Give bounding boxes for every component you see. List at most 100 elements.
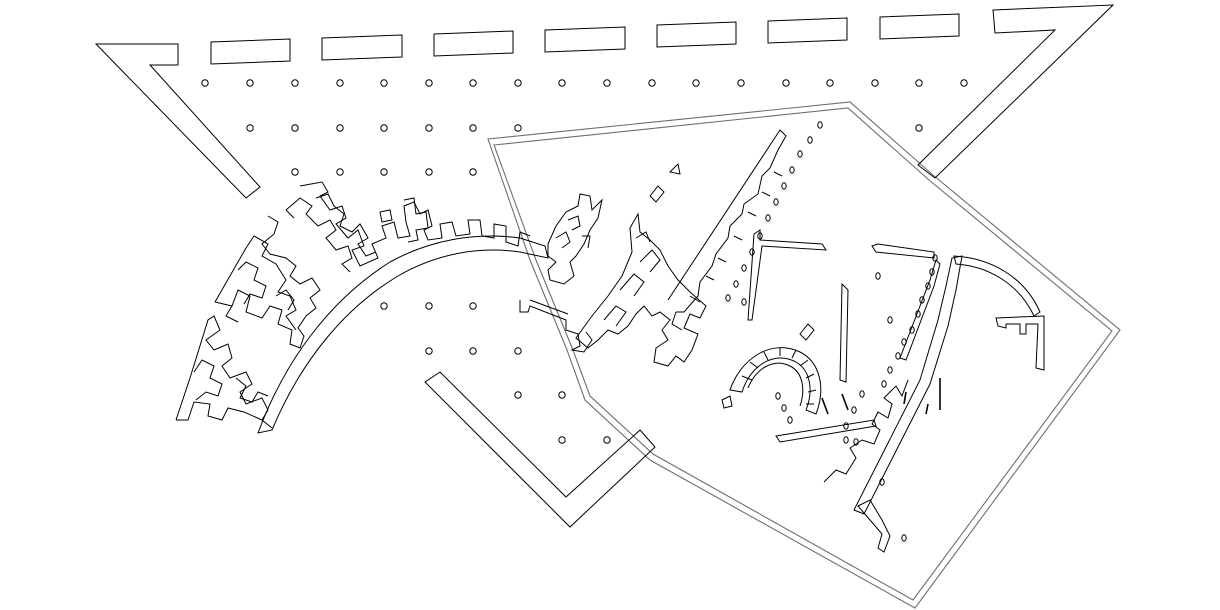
- pillar-dot: [787, 416, 793, 424]
- column-marker: [336, 79, 344, 87]
- diamond-marker: [649, 185, 665, 203]
- diamond-marker: [799, 323, 815, 341]
- short-marks: [821, 378, 941, 415]
- pillar-dot: [851, 406, 857, 414]
- column-marker: [915, 79, 923, 87]
- theatre-base-wall: [775, 419, 877, 443]
- column-marker: [960, 79, 968, 87]
- column-marker: [915, 124, 923, 132]
- top-block: [544, 26, 626, 53]
- column-marker: [782, 79, 790, 87]
- column-grid: [201, 79, 968, 444]
- theatre-outer: [729, 347, 822, 415]
- thin-walls: [747, 229, 1045, 515]
- thin-wall-curve: [953, 255, 1041, 317]
- pillar-dot: [925, 282, 931, 290]
- chevron-walls: [94, 4, 1115, 199]
- column-marker: [469, 302, 477, 310]
- pillar-dot: [797, 150, 803, 158]
- top-block: [879, 13, 960, 40]
- lower-v-wall-shape: [424, 371, 656, 528]
- column-marker: [380, 302, 388, 310]
- column-marker: [469, 347, 477, 355]
- column-marker: [514, 124, 522, 132]
- scattered-features: [649, 162, 815, 341]
- column-marker: [246, 79, 254, 87]
- ruins-cluster-east: [519, 193, 603, 353]
- column-marker: [246, 124, 254, 132]
- ruins-south-end: [857, 499, 891, 553]
- pillar-dot: [733, 280, 739, 288]
- ruins-east-rooms: [547, 193, 603, 285]
- pillar-dot: [901, 534, 907, 542]
- column-marker: [558, 436, 566, 444]
- ruins-arc: [175, 181, 549, 434]
- thin-wall-l: [747, 229, 827, 321]
- column-marker: [380, 168, 388, 176]
- theatre-inner: [747, 362, 804, 407]
- scatter-dots: [725, 121, 938, 542]
- ruins-diagonal-main: [575, 212, 707, 367]
- column-marker: [558, 79, 566, 87]
- top-block: [767, 17, 848, 44]
- ruins-inner-rooms-b: [237, 261, 295, 311]
- ruins-inner-rooms-a: [193, 359, 269, 403]
- pillar-dot: [725, 294, 731, 302]
- dash-mark: [841, 393, 849, 411]
- theatre-steps: [741, 348, 817, 405]
- pillar-dot: [773, 198, 779, 206]
- column-marker: [425, 124, 433, 132]
- column-marker: [603, 436, 611, 444]
- ruins-room-cluster-lower: [214, 247, 305, 349]
- column-marker: [336, 168, 344, 176]
- column-marker: [514, 79, 522, 87]
- pillar-dot: [881, 380, 887, 388]
- pillar-dot: [919, 296, 925, 304]
- column-marker: [514, 391, 522, 399]
- top-block: [210, 38, 291, 65]
- ruins-room-cluster-left: [285, 197, 353, 273]
- thin-wall-mid-diagonal: [899, 259, 941, 361]
- ruins-diagonal-inner: [603, 231, 661, 327]
- ruins-arc-rooms: [299, 181, 531, 267]
- pillar-dot: [749, 248, 755, 256]
- top-block: [656, 21, 737, 48]
- ruins-arc-outer-band: [257, 235, 549, 434]
- ruins-diagonal: [575, 129, 787, 367]
- thin-wall-vertical: [839, 282, 849, 383]
- pillar-dot: [843, 436, 849, 444]
- column-marker: [425, 168, 433, 176]
- pillar-dot: [781, 404, 787, 412]
- pillar-dot: [929, 268, 935, 276]
- column-marker: [425, 79, 433, 87]
- pillar-dot: [859, 390, 865, 398]
- column-marker: [737, 79, 745, 87]
- pillar-dot: [887, 316, 893, 324]
- chevron-right-arm: [917, 4, 1115, 179]
- column-marker: [871, 79, 879, 87]
- pillar-dot: [765, 214, 771, 222]
- lower-v-wall: [424, 371, 656, 528]
- column-marker: [336, 124, 344, 132]
- dash-mark: [903, 391, 907, 405]
- column-marker: [826, 79, 834, 87]
- column-marker: [380, 124, 388, 132]
- diamond-marker: [668, 162, 681, 175]
- pillar-dot: [807, 136, 813, 144]
- pillar-dot: [843, 422, 849, 430]
- column-marker: [291, 79, 299, 87]
- ruins-spine-notches: [671, 171, 783, 331]
- chevron-left-arm: [94, 43, 261, 199]
- ruins-diagonal-spine: [667, 129, 787, 313]
- column-marker: [469, 124, 477, 132]
- thin-wall-top-right: [871, 243, 935, 259]
- column-marker: [558, 391, 566, 399]
- pillar-dot: [875, 272, 881, 280]
- dash-mark: [925, 403, 929, 415]
- column-marker: [469, 168, 477, 176]
- pillar-dot: [741, 298, 747, 306]
- pillar-dot: [789, 166, 795, 174]
- ruins-room-cluster-base: [175, 315, 273, 429]
- pillar-dot: [781, 182, 787, 190]
